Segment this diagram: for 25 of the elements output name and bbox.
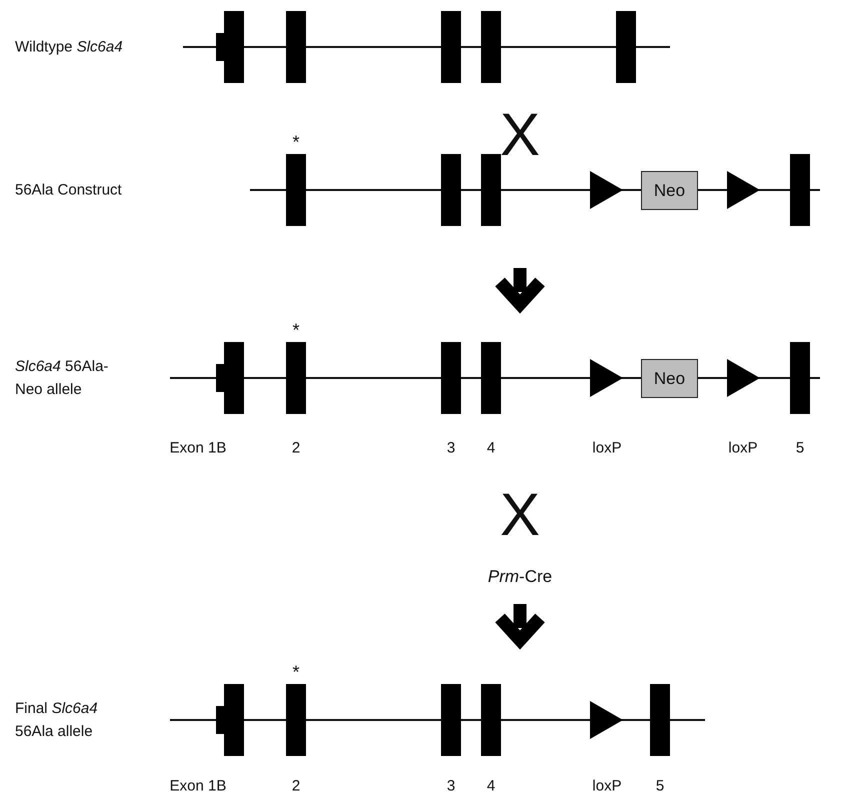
exon-label: 5 bbox=[796, 438, 804, 458]
row-label: Slc6a4 56Ala-Neo allele bbox=[15, 356, 110, 400]
exon-label: 2 bbox=[292, 776, 300, 794]
row-label: 56Ala Construct bbox=[15, 180, 122, 200]
loxp-label: loxP bbox=[592, 776, 622, 794]
exon-label: 4 bbox=[486, 438, 496, 458]
mutation-asterisk: * bbox=[292, 131, 300, 154]
mutation-asterisk: * bbox=[292, 661, 300, 684]
exon-label: 3 bbox=[446, 776, 456, 794]
mutation-asterisk: * bbox=[292, 319, 300, 342]
loxp-label: loxP bbox=[592, 438, 622, 458]
neo-box: Neo bbox=[641, 171, 698, 210]
exon-label: Exon 1B bbox=[170, 776, 226, 794]
exon-label: 2 bbox=[292, 438, 300, 458]
cre-label: Prm-Cre bbox=[488, 566, 552, 588]
neo-box: Neo bbox=[641, 359, 698, 398]
exon-label: 3 bbox=[446, 438, 456, 458]
cross-symbol: X bbox=[500, 488, 540, 542]
cross-symbol: X bbox=[500, 108, 540, 162]
row-label: Wildtype Slc6a4 bbox=[15, 37, 123, 58]
loxp-label: loxP bbox=[728, 438, 758, 458]
exon-label: 5 bbox=[656, 776, 664, 794]
exon-label: 4 bbox=[486, 776, 496, 794]
exon-label: Exon 1B bbox=[170, 438, 226, 458]
row-label: Final Slc6a4 56Ala allele bbox=[15, 698, 99, 742]
